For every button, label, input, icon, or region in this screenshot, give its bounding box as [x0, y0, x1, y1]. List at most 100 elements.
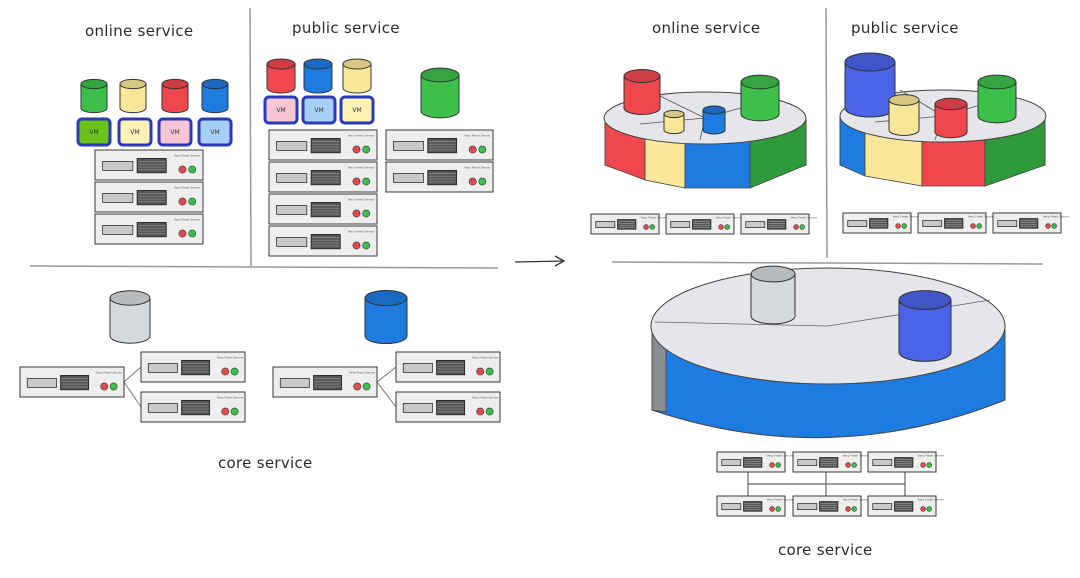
divider-vertical-right: [825, 7, 828, 259]
server-label: Very Fresh Server: [968, 214, 995, 218]
server-label: Very Fresh Server: [472, 356, 499, 360]
server-label: Very Fresh Server: [349, 371, 376, 375]
server-label: Very Fresh Server: [464, 134, 491, 138]
server-online-left-3: Very Fresh Server: [94, 213, 204, 245]
server-core-right-6: Very Fresh Server: [867, 495, 945, 517]
server-public-left-3: Very Fresh Server: [268, 193, 378, 225]
db-yellow-public-left: [342, 58, 372, 94]
vm-pink: VM: [157, 117, 193, 147]
server-online-left-1: Very Fresh Server: [94, 149, 204, 181]
server-core-left-1: Very Fresh Server: [19, 366, 125, 398]
server-label: Very Fresh Server: [767, 453, 794, 457]
vm-label: VM: [170, 129, 179, 136]
server-label: Very Fresh Server: [174, 154, 201, 158]
server-label: Very Fresh Server: [348, 198, 375, 202]
server-core-right-2: Very Fresh Server: [792, 451, 870, 473]
server-label: Very Fresh Server: [348, 166, 375, 170]
vm-yellow-public: VM: [339, 95, 375, 125]
db-red-online-left: [161, 78, 189, 114]
vm-label: VM: [89, 129, 98, 136]
server-label: Very Fresh Server: [174, 218, 201, 222]
server-public-right-1: Very Fresh Server: [842, 212, 920, 234]
server-public-left-5: Very Fresh Server: [385, 129, 494, 161]
server-label: Very Fresh Server: [641, 215, 668, 219]
arrow-right-icon: [514, 255, 566, 267]
server-public-left-6: Very Fresh Server: [385, 161, 494, 193]
divider-horizontal-left: [29, 265, 499, 269]
server-core-right-3: Very Fresh Server: [867, 451, 945, 473]
server-label: Very Fresh Server: [843, 453, 870, 457]
server-core-right-5: Very Fresh Server: [792, 495, 870, 517]
server-label: Very Fresh Server: [217, 356, 244, 360]
server-public-right-3: Very Fresh Server: [992, 212, 1070, 234]
server-label: Very Fresh Server: [348, 230, 375, 234]
db-red-public-right: [934, 97, 968, 139]
server-public-left-4: Very Fresh Server: [268, 225, 378, 257]
server-core-left-2: Very Fresh Server: [140, 351, 246, 383]
vm-blue-online: VM: [197, 117, 233, 147]
server-label: Very Fresh Server: [472, 396, 499, 400]
vm-label: VM: [352, 107, 361, 114]
vm-label: VM: [210, 129, 219, 136]
server-label: Very Fresh Server: [918, 497, 945, 501]
db-green-online-right: [740, 74, 780, 122]
vm-blue-public: VM: [301, 95, 337, 125]
db-gray-core-left: [109, 290, 151, 344]
server-label: Very Fresh Server: [893, 214, 920, 218]
label-public-service-left: public service: [292, 19, 400, 37]
db-green-public-left: [420, 67, 460, 119]
server-online-right-2: Very Fresh Server: [665, 213, 743, 235]
pool-disk-core: [650, 267, 1006, 439]
label-online-service-left: online service: [85, 22, 193, 40]
label-core-service-right: core service: [778, 541, 873, 559]
db-yellow-online-right: [663, 109, 685, 135]
server-core-right-4: Very Fresh Server: [716, 495, 794, 517]
server-online-left-2: Very Fresh Server: [94, 181, 204, 213]
server-core-left-4: Very Fresh Server: [272, 366, 378, 398]
db-yellow-online-left: [119, 78, 147, 114]
server-label: Very Fresh Server: [1043, 214, 1070, 218]
core-connectors-right: [747, 471, 906, 496]
server-label: Very Fresh Server: [174, 186, 201, 190]
vm-label: VM: [314, 107, 323, 114]
server-label: Very Fresh Server: [767, 497, 794, 501]
divider-horizontal-right: [611, 261, 1044, 265]
vm-pink-public: VM: [263, 95, 299, 125]
db-red-online-right: [623, 69, 661, 115]
vm-label: VM: [276, 107, 285, 114]
server-label: Very Fresh Server: [348, 134, 375, 138]
db-green-online-left: [80, 78, 108, 114]
db-gray-core-right: [750, 265, 796, 325]
db-blue-core-right: [898, 290, 952, 362]
server-label: Very Fresh Server: [464, 166, 491, 170]
vm-boxes: VM VM VM VM VM VM VM: [76, 95, 375, 147]
server-label: Very Fresh Server: [843, 497, 870, 501]
db-blue-online-right: [702, 105, 726, 135]
vm-yellow: VM: [117, 117, 153, 147]
db-yellow-public-right: [888, 94, 920, 136]
label-public-service-right: public service: [851, 19, 959, 37]
label-core-service-left: core service: [218, 454, 313, 472]
server-label: Very Fresh Server: [791, 215, 818, 219]
divider-vertical-left: [249, 7, 252, 267]
server-public-left-2: Very Fresh Server: [268, 161, 378, 193]
server-online-right-1: Very Fresh Server: [590, 213, 668, 235]
server-public-left-1: Very Fresh Server: [268, 129, 378, 161]
db-blue-online-left: [201, 78, 229, 114]
db-blue-public-right: [844, 52, 896, 118]
server-label: Very Fresh Server: [918, 453, 945, 457]
server-online-right-3: Very Fresh Server: [740, 213, 818, 235]
label-online-service-right: online service: [652, 19, 760, 37]
vm-green: VM: [76, 117, 112, 147]
server-label: Very Fresh Server: [96, 371, 123, 375]
core-connectors-left: [123, 366, 397, 408]
server-core-left-6: Very Fresh Server: [395, 391, 501, 423]
db-red-public-left: [266, 58, 296, 94]
server-label: Very Fresh Server: [217, 396, 244, 400]
db-blue-public-left: [303, 58, 333, 94]
db-green-public-right: [977, 74, 1017, 124]
server-core-left-5: Very Fresh Server: [395, 351, 501, 383]
server-core-left-3: Very Fresh Server: [140, 391, 246, 423]
